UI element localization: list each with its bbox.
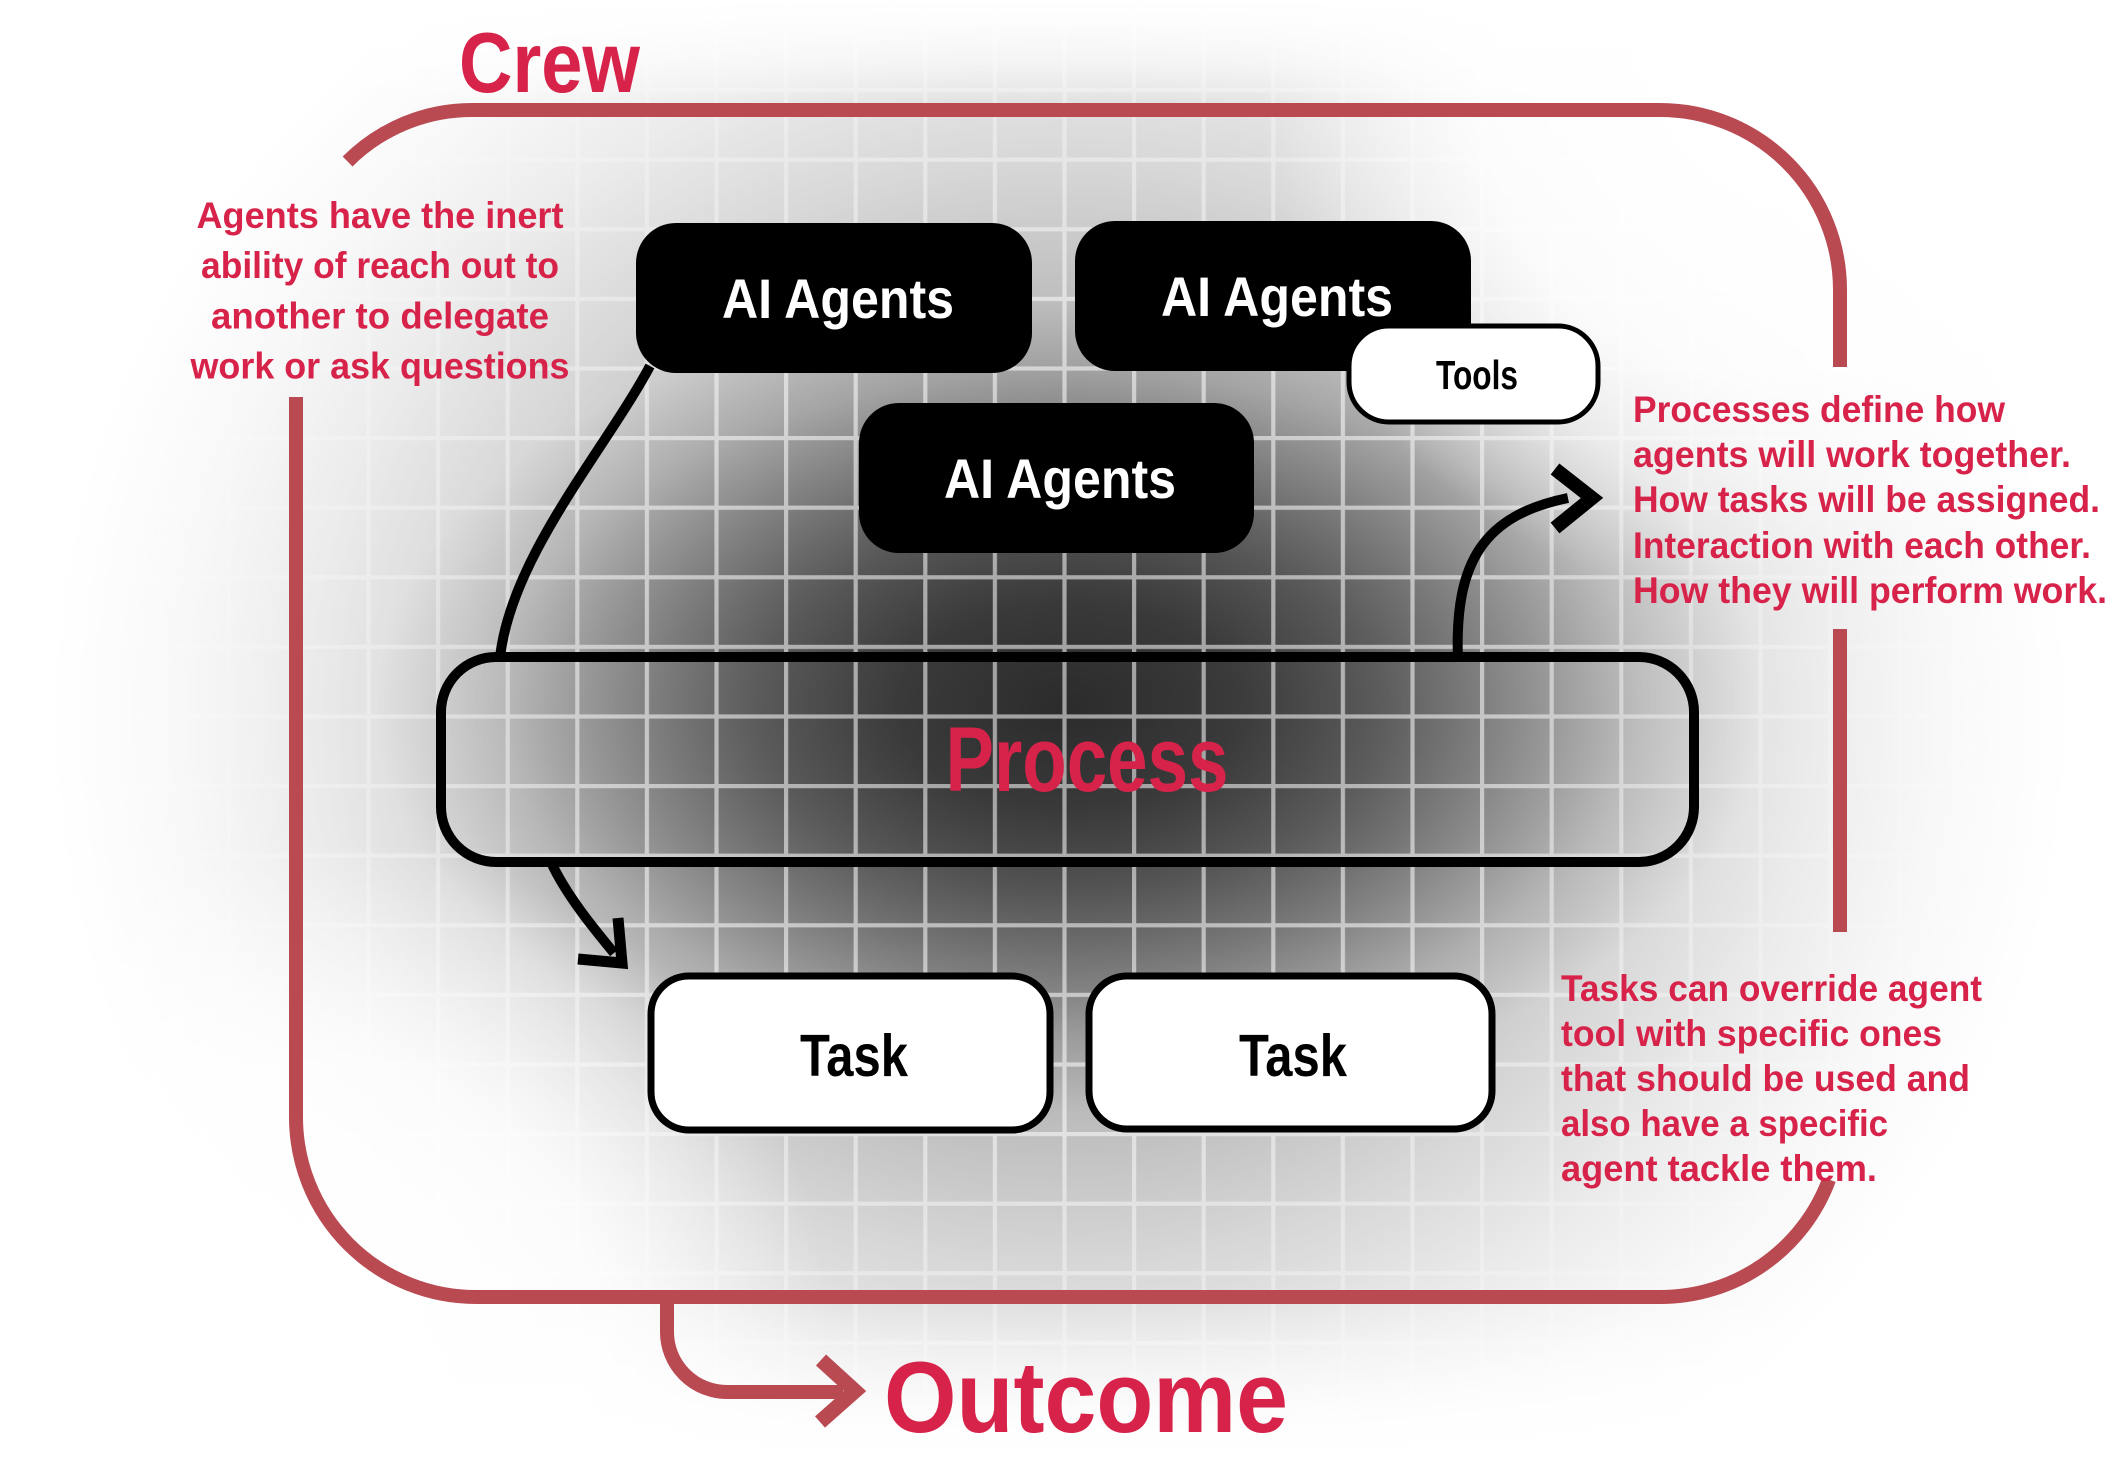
svg-text:Processes define how: Processes define how — [1633, 389, 2005, 430]
svg-text:Agents have the inert: Agents have the inert — [197, 195, 564, 236]
svg-text:that should be used and: that should be used and — [1561, 1058, 1970, 1099]
svg-text:work or ask questions: work or ask questions — [190, 346, 570, 387]
svg-text:Outcome: Outcome — [884, 1342, 1288, 1454]
svg-text:AI Agents: AI Agents — [722, 267, 954, 330]
svg-text:Interaction with each other.: Interaction with each other. — [1633, 525, 2091, 566]
svg-text:agent tackle them.: agent tackle them. — [1561, 1148, 1877, 1189]
svg-text:Task: Task — [1239, 1023, 1347, 1089]
svg-text:agents will work together.: agents will work together. — [1633, 434, 2071, 475]
svg-text:Crew: Crew — [459, 16, 641, 111]
svg-text:ability of reach out to: ability of reach out to — [201, 245, 559, 286]
svg-text:AI Agents: AI Agents — [944, 447, 1176, 510]
svg-text:Task: Task — [800, 1023, 908, 1089]
svg-text:AI Agents: AI Agents — [1161, 265, 1393, 328]
svg-text:Tasks can override agent: Tasks can override agent — [1561, 968, 1982, 1009]
svg-text:another to delegate: another to delegate — [211, 296, 549, 337]
svg-text:Tools: Tools — [1436, 352, 1518, 398]
svg-text:How they will perform work.: How they will perform work. — [1633, 570, 2107, 611]
svg-text:tool with specific ones: tool with specific ones — [1561, 1013, 1942, 1054]
svg-text:also have a specific: also have a specific — [1561, 1103, 1888, 1144]
svg-text:How tasks will be assigned.: How tasks will be assigned. — [1633, 479, 2100, 520]
svg-text:Process: Process — [946, 709, 1229, 811]
